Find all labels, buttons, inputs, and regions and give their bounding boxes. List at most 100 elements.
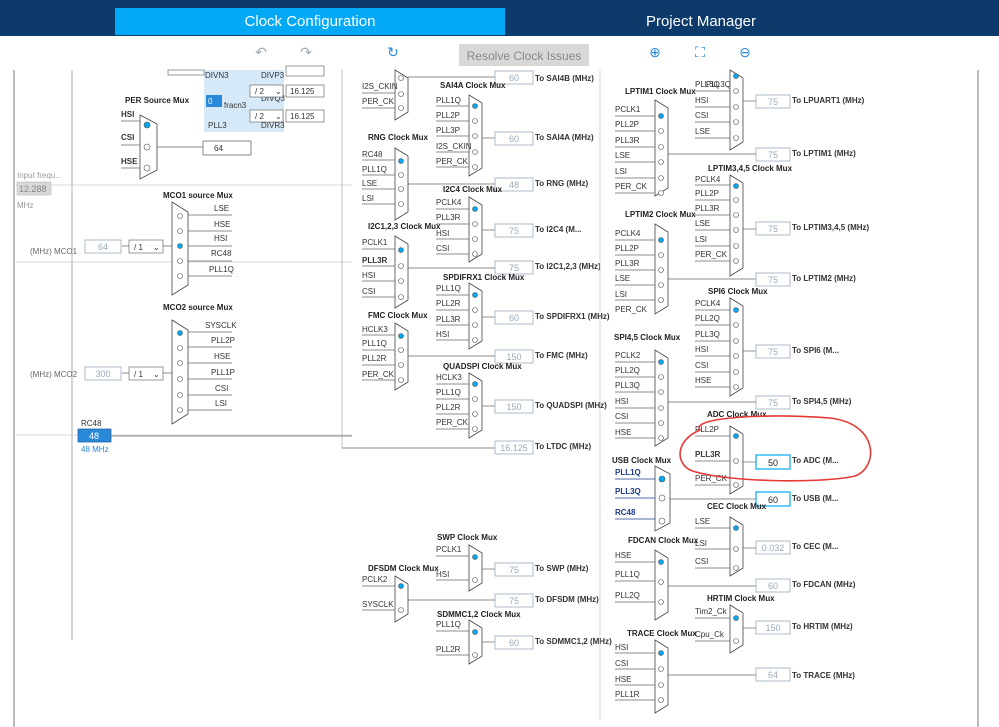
tab-project-manager[interactable]: Project Manager — [645, 13, 757, 30]
svg-text:60: 60 — [509, 313, 519, 323]
svg-text:/ 2: / 2 — [255, 112, 264, 121]
svg-text:HSI: HSI — [436, 229, 449, 238]
mco1-divider[interactable] — [128, 239, 164, 254]
svg-text:75: 75 — [768, 150, 778, 160]
svg-text:To SPI4,5 (MHz): To SPI4,5 (MHz) — [792, 397, 852, 406]
svg-text:CEC Clock Mux: CEC Clock Mux — [707, 502, 767, 511]
svg-text:CSI: CSI — [121, 133, 134, 142]
svg-text:HSE: HSE — [695, 376, 711, 385]
svg-text:PCLK4: PCLK4 — [695, 175, 721, 184]
svg-text:PLL2Q: PLL2Q — [695, 314, 720, 323]
svg-text:150: 150 — [506, 352, 521, 362]
undo-icon[interactable]: ↶ — [255, 44, 267, 60]
svg-text:75: 75 — [768, 347, 778, 357]
zoom-out-icon[interactable]: ⊖ — [739, 44, 751, 60]
svg-text:PLL1Q: PLL1Q — [362, 165, 387, 174]
svg-text:CSI: CSI — [695, 111, 708, 120]
radio-csi[interactable] — [143, 143, 151, 151]
svg-text:50: 50 — [768, 458, 778, 468]
svg-text:/ 1: / 1 — [134, 243, 143, 252]
tab-bar: Clock Configuration Project Manager — [0, 0, 999, 36]
svg-text:PLL3R: PLL3R — [615, 259, 640, 268]
i2c4-clock-mux: I2C4 Clock Mux PCLK4 PLL3R HSI CSI 75 To… — [436, 185, 582, 263]
mco2-label: (MHz) MCO2 — [30, 370, 78, 379]
svg-text:60: 60 — [768, 581, 778, 591]
svg-text:CSI: CSI — [362, 287, 375, 296]
pll3-r-output[interactable] — [285, 109, 325, 123]
zoom-in-icon[interactable]: ⊕ — [649, 44, 661, 60]
refresh-icon[interactable]: ↻ — [387, 44, 399, 60]
svg-text:PCLK2: PCLK2 — [615, 351, 641, 360]
svg-text:To FDCAN (MHz): To FDCAN (MHz) — [792, 580, 856, 589]
redo-icon[interactable]: ↷ — [300, 44, 312, 60]
mco1-value[interactable] — [84, 239, 122, 254]
svg-text:HSE: HSE — [121, 157, 138, 166]
adc-value-field[interactable] — [755, 454, 791, 470]
svg-text:To CEC (M...: To CEC (M... — [792, 542, 839, 551]
svg-text:PLL2R: PLL2R — [436, 645, 461, 654]
highlight-annotation — [679, 415, 872, 482]
svg-text:75: 75 — [768, 224, 778, 234]
svg-text:HSI: HSI — [121, 110, 134, 119]
svg-text:To SPDIFRX1 (MHz): To SPDIFRX1 (MHz) — [535, 312, 610, 321]
pll3-q-output[interactable] — [285, 84, 325, 98]
svg-text:LSE: LSE — [362, 179, 377, 188]
lptim345-clock-mux: LPTIM3,4,5 Clock Mux PCLK4 PLL2P PLL3R L… — [695, 164, 870, 277]
input-frequency-field[interactable] — [16, 181, 52, 196]
radio-hse[interactable] — [143, 164, 151, 172]
svg-text:PLL2P: PLL2P — [695, 425, 719, 434]
usb-value-field[interactable] — [755, 491, 791, 507]
svg-text:HSE: HSE — [214, 220, 230, 229]
svg-text:75: 75 — [768, 97, 778, 107]
svg-text:PLL3R: PLL3R — [436, 213, 461, 222]
svg-text:150: 150 — [506, 402, 521, 412]
svg-text:PLL1Q: PLL1Q — [209, 265, 234, 274]
spi45-clock-mux: SPI4,5 Clock Mux PCLK2 PLL2Q PLL3Q HSI C… — [614, 333, 756, 447]
pll3-fracn-input[interactable] — [206, 95, 222, 107]
svg-text:HSI: HSI — [214, 234, 227, 243]
mco2-source-mux[interactable] — [171, 319, 189, 425]
svg-text:PER_CK: PER_CK — [615, 182, 648, 191]
mco2-value[interactable] — [84, 366, 122, 381]
svg-text:PLL3Q: PLL3Q — [615, 487, 641, 496]
mco1-selected-radio[interactable] — [177, 243, 183, 249]
pll3-q-divider[interactable] — [249, 84, 284, 98]
svg-text:12.288: 12.288 — [19, 184, 47, 194]
svg-text:PLL3Q: PLL3Q — [706, 80, 731, 89]
svg-text:60: 60 — [509, 134, 519, 144]
quadspi-clock-mux: QUADSPI Clock Mux HCLK3 PLL1Q PLL2R PER_… — [436, 362, 607, 439]
rc48-unit: 48 MHz — [81, 445, 109, 454]
svg-text:LSI: LSI — [615, 290, 627, 299]
svg-text:LSI: LSI — [695, 539, 707, 548]
svg-text:ADC Clock Mux: ADC Clock Mux — [707, 410, 767, 419]
rng-output: 48 To RNG (MHz) — [494, 177, 589, 192]
lptim1-output: 75 To LPTIM1 (MHz) — [755, 147, 856, 162]
tab-clock-configuration[interactable]: Clock Configuration — [115, 8, 505, 35]
svg-text:LSE: LSE — [695, 127, 710, 136]
svg-text:64: 64 — [98, 242, 108, 252]
svg-text:16.125: 16.125 — [290, 112, 315, 121]
svg-text:I2S_CKIN: I2S_CKIN — [362, 82, 398, 91]
mco2-selected-radio[interactable] — [177, 330, 183, 336]
svg-text:QUADSPI Clock Mux: QUADSPI Clock Mux — [443, 362, 522, 371]
pll3-r-divider[interactable] — [249, 109, 284, 123]
per-ck-value[interactable] — [202, 140, 252, 156]
svg-text:LSI: LSI — [615, 167, 627, 176]
svg-text:PLL1Q: PLL1Q — [436, 620, 461, 629]
svg-text:HSE: HSE — [214, 352, 230, 361]
radio-hsi[interactable] — [143, 121, 151, 129]
svg-text:PLL2P: PLL2P — [695, 189, 719, 198]
rc48-block[interactable] — [77, 428, 112, 443]
svg-text:To LPTIM3,4,5 (MHz): To LPTIM3,4,5 (MHz) — [792, 223, 870, 232]
mco2-divider[interactable] — [128, 366, 164, 381]
resolve-clock-issues-button[interactable]: Resolve Clock Issues — [459, 44, 589, 66]
svg-text:To LPTIM1 (MHz): To LPTIM1 (MHz) — [792, 149, 856, 158]
svg-text:To HRTIM (MHz): To HRTIM (MHz) — [792, 622, 853, 631]
fmc-clock-mux: FMC Clock Mux HCLK3 PLL1Q PLL2R PER_CK — [362, 311, 495, 391]
svg-text:PER_CK: PER_CK — [615, 305, 648, 314]
svg-text:PLL3Q: PLL3Q — [695, 80, 720, 89]
trace-output: 64 To TRACE (MHz) — [755, 667, 855, 682]
fit-icon[interactable]: ⛶ — [695, 44, 705, 60]
ltdc-output: 16.125 To LTDC (MHz) — [494, 440, 591, 455]
chevron-down-icon: ⌄ — [275, 87, 282, 96]
